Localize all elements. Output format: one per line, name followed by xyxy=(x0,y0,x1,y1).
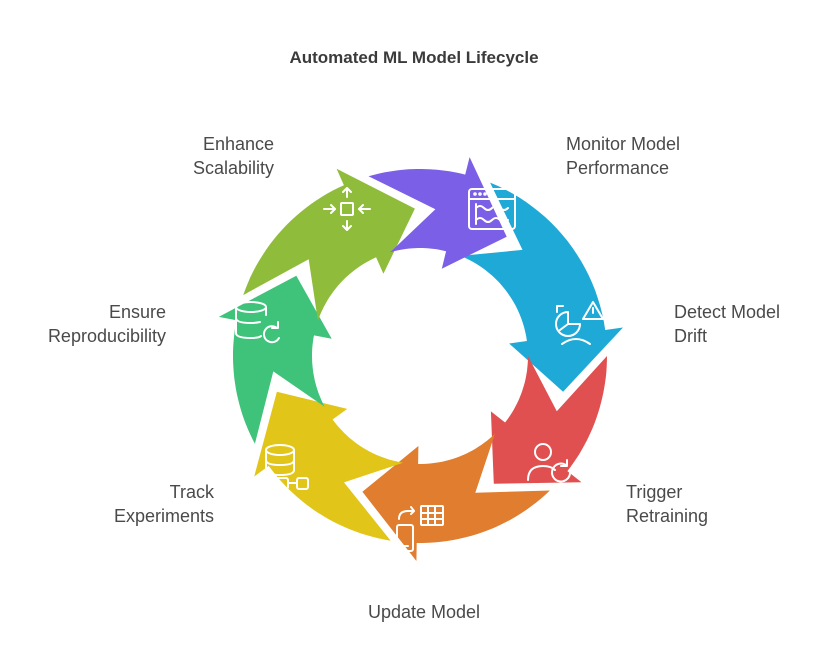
drift-alert-icon xyxy=(555,301,604,345)
segment-update xyxy=(254,391,404,541)
dashboard-chart-icon xyxy=(468,188,516,230)
segment-drift xyxy=(490,356,607,484)
label-update: Update Model xyxy=(367,602,481,622)
phone-table-icon xyxy=(396,505,444,552)
segment-experiments xyxy=(218,275,332,444)
user-refresh-icon xyxy=(527,443,572,483)
segment-retrain xyxy=(362,433,550,561)
segment-reproduce xyxy=(243,168,415,321)
arrows-inward-icon xyxy=(323,187,371,231)
database-link-icon xyxy=(265,444,309,490)
diagram-title: Automated ML Model Lifecycle xyxy=(289,48,539,67)
database-refresh-icon xyxy=(235,301,280,344)
segment-scale xyxy=(368,157,507,269)
